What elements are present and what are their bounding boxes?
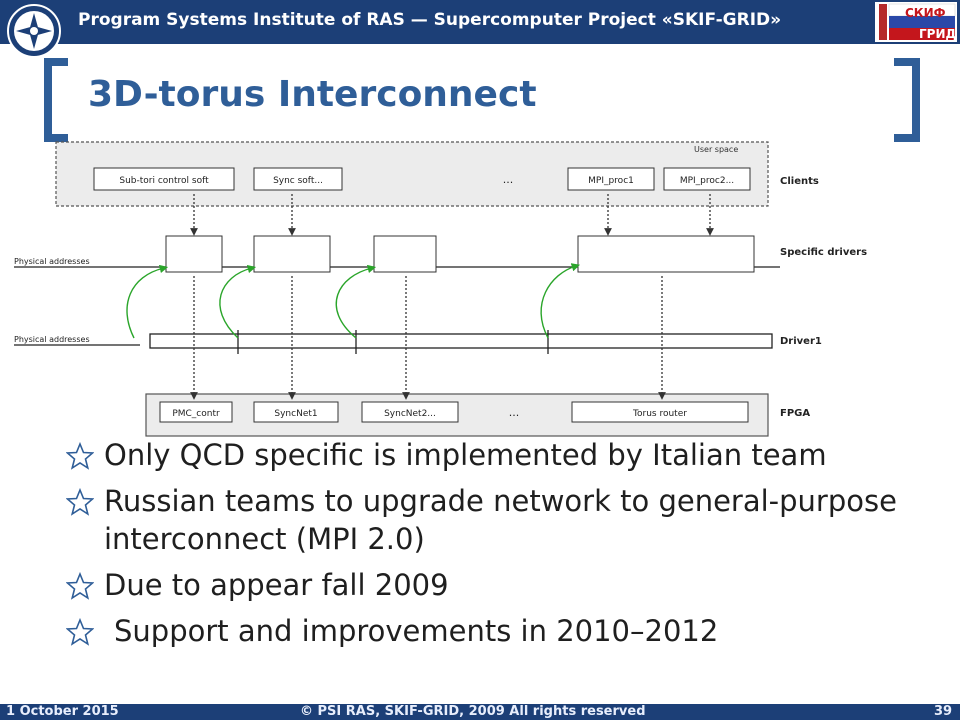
physical-addresses-label: Physical addresses	[14, 335, 90, 344]
driver1-label: Driver1	[780, 336, 822, 347]
institute-logo-icon	[7, 4, 61, 58]
client-box	[663, 167, 751, 191]
fpga-box-label: SyncNet2...	[384, 409, 436, 419]
client-box	[93, 167, 235, 191]
bullet-item: Only QCD specific is implemented by Ital…	[64, 436, 944, 474]
footer-copyright: © PSI RAS, SKIF-GRID, 2009 All rights re…	[300, 704, 646, 719]
clients-label: Clients	[780, 176, 819, 187]
star-bullet-icon	[66, 442, 94, 470]
fpga-box-label: SyncNet1	[274, 409, 317, 419]
user-space-label: User space	[694, 145, 738, 154]
bullet-text: Support and improvements in 2010–2012	[114, 614, 719, 648]
footer-date: 1 October 2015	[6, 704, 119, 719]
star-bullet-icon	[66, 488, 94, 516]
bullet-text: Russian teams to upgrade network to gene…	[104, 484, 897, 556]
footer-bar: 1 October 2015 © PSI RAS, SKIF-GRID, 200…	[0, 704, 960, 720]
fpga-box-label: Torus router	[632, 409, 687, 419]
driver-box	[165, 235, 223, 273]
client-box-label: Sub-tori control soft	[119, 176, 209, 186]
bullet-item: Russian teams to upgrade network to gene…	[64, 482, 944, 558]
fpga-ellipsis: ...	[509, 406, 520, 419]
right-bracket	[894, 58, 920, 142]
driver-box	[373, 235, 437, 273]
fpga-box	[253, 401, 339, 423]
client-box-label: MPI_proc2...	[680, 176, 734, 186]
left-bracket	[44, 58, 68, 142]
fpga-box	[361, 401, 459, 423]
client-box	[567, 167, 655, 191]
header-title: Program Systems Institute of RAS — Super…	[78, 10, 782, 30]
driver-box	[253, 235, 331, 273]
client-box-label: MPI_proc1	[588, 176, 634, 186]
header-bar: Program Systems Institute of RAS — Super…	[0, 0, 960, 44]
physical-addresses-label: Physical addresses	[14, 257, 90, 266]
bullet-item: Due to appear fall 2009	[64, 566, 944, 604]
fpga-label: FPGA	[780, 408, 810, 419]
client-box	[253, 167, 343, 191]
page-number: 39	[934, 704, 953, 719]
fpga-box	[159, 401, 233, 423]
fpga-box-label: PMC_contr	[172, 409, 220, 419]
specific-drivers-label: Specific drivers	[780, 247, 867, 258]
driver-box	[577, 235, 755, 273]
bullet-item: Support and improvements in 2010–2012	[64, 612, 944, 650]
star-bullet-icon	[66, 618, 94, 646]
driver1-bar	[149, 333, 773, 349]
bullet-text: Due to appear fall 2009	[104, 568, 449, 602]
flag-bottom-text: ГРИД	[919, 27, 956, 41]
star-bullet-icon	[66, 572, 94, 600]
fpga-box	[571, 401, 749, 423]
bullet-list: Only QCD specific is implemented by Ital…	[64, 436, 944, 658]
bullet-text: Only QCD specific is implemented by Ital…	[104, 438, 827, 472]
torus-architecture-diagram: User space Clients Sub-tori control soft…	[14, 141, 867, 437]
client-box-label: Sync soft...	[273, 176, 323, 186]
flag-top-text: СКИФ	[905, 6, 946, 20]
skif-grid-flag-icon: СКИФ ГРИД	[875, 2, 957, 42]
client-ellipsis: ...	[503, 173, 514, 186]
slide-title: 3D-torus Interconnect	[88, 74, 537, 115]
